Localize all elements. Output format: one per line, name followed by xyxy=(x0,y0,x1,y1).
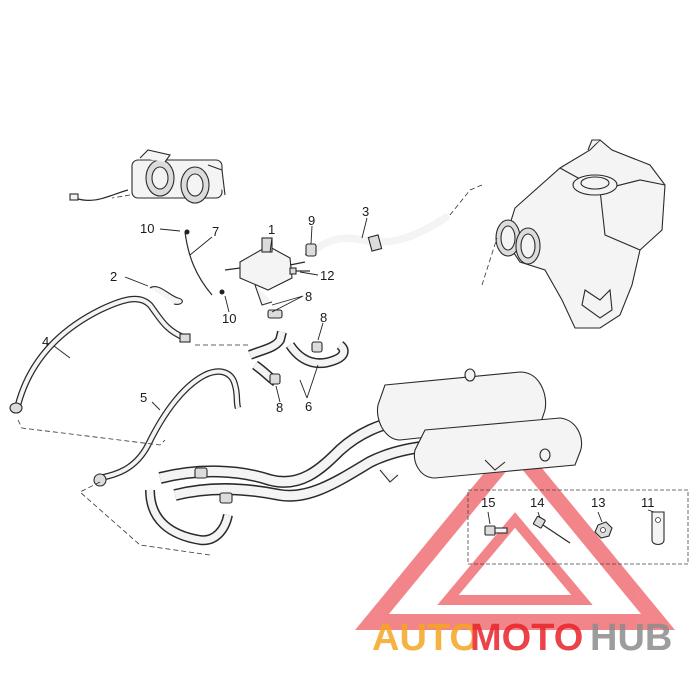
clamp-10a xyxy=(184,229,190,235)
leader-lines xyxy=(53,217,655,525)
hose-5 xyxy=(93,368,242,487)
callout-7: 7 xyxy=(212,224,219,239)
watermark-hub: HUB xyxy=(590,617,672,659)
callout-5: 5 xyxy=(140,390,147,405)
callout-11: 11 xyxy=(641,495,655,510)
bolt-14 xyxy=(532,515,571,544)
clip-2 xyxy=(149,286,183,305)
throttle-body xyxy=(69,149,226,204)
callout-4: 4 xyxy=(42,334,49,349)
callout-3: 3 xyxy=(362,204,369,219)
watermark-logo xyxy=(355,435,675,630)
screw-12 xyxy=(289,267,310,275)
hose-3 xyxy=(312,212,451,254)
hose-6 xyxy=(248,309,349,387)
callout-10-top: 10 xyxy=(140,221,154,236)
valve-body xyxy=(224,237,306,306)
watermark-text: AUTO MOTO HUB xyxy=(372,617,672,659)
callout-8-bottom: 8 xyxy=(276,400,283,415)
callout-1: 1 xyxy=(268,222,275,237)
callout-6: 6 xyxy=(305,399,312,414)
callout-13: 13 xyxy=(591,495,605,510)
callout-14: 14 xyxy=(530,495,544,510)
callout-9: 9 xyxy=(308,213,315,228)
hardware-inset xyxy=(467,489,689,565)
clamp-11 xyxy=(651,511,665,546)
callout-labels: 1 2 3 4 5 6 7 8 8 8 9 10 10 11 12 13 14 … xyxy=(42,204,655,510)
hose-4 xyxy=(9,295,191,414)
callout-15: 15 xyxy=(481,495,495,510)
exhaust-system xyxy=(145,368,583,546)
callout-2: 2 xyxy=(110,269,117,284)
callout-8-right: 8 xyxy=(320,310,327,325)
callout-8-top: 8 xyxy=(305,289,312,304)
nut-13 xyxy=(594,521,613,539)
watermark-moto: MOTO xyxy=(470,617,583,659)
callout-10-bottom: 10 xyxy=(222,311,236,326)
watermark-auto: AUTO xyxy=(372,617,479,659)
clamp-10b xyxy=(219,289,225,295)
callout-12: 12 xyxy=(320,268,334,283)
airbox xyxy=(495,139,666,329)
clamp-9 xyxy=(305,243,317,257)
bolt-15 xyxy=(484,525,508,536)
hose-7 xyxy=(184,231,213,296)
